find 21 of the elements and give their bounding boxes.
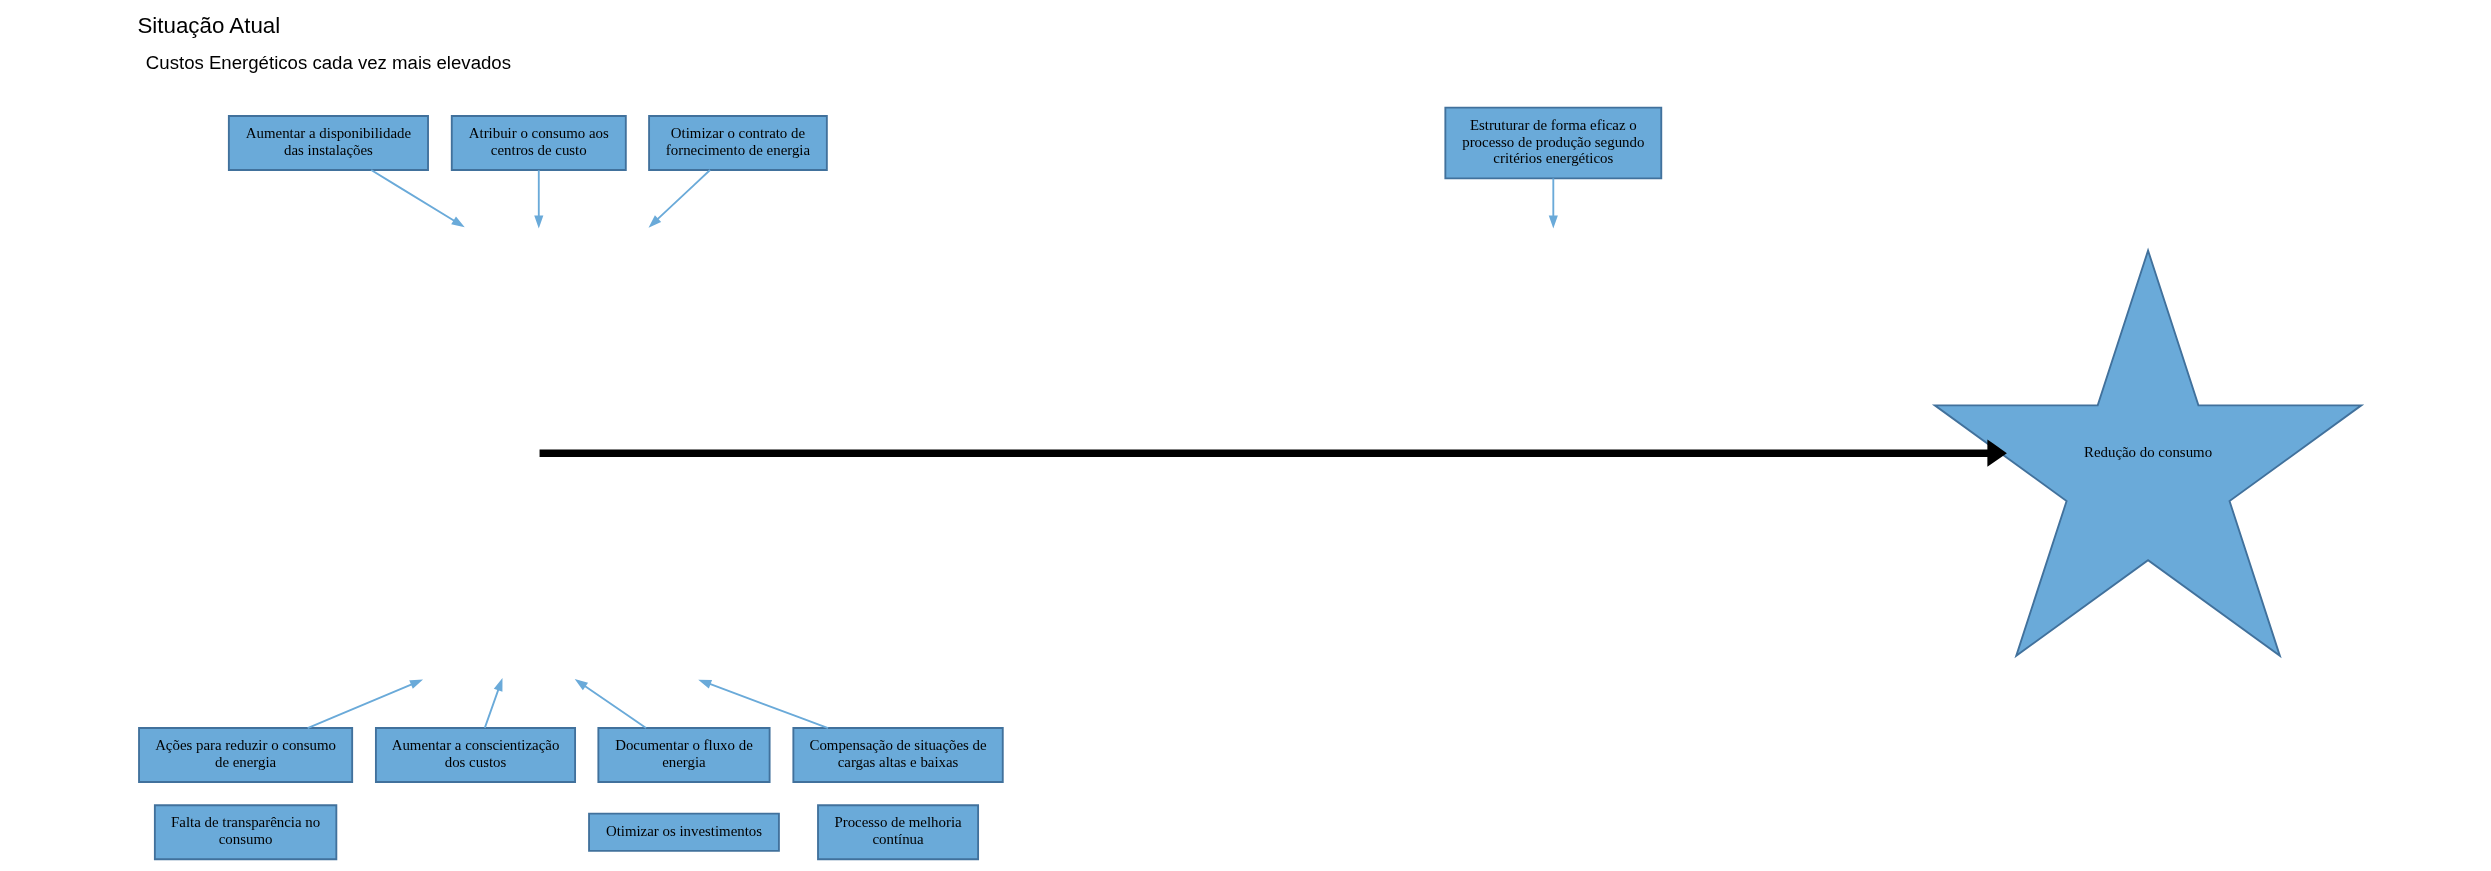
arrow: [306, 679, 424, 729]
arrow: [534, 169, 544, 229]
node-box: Otimizar os investimentos: [588, 812, 780, 852]
label: Custos Energéticos cada vez mais elevados: [145, 51, 512, 73]
diagram-title: Situação Atual: [137, 13, 281, 39]
node-box: Atribuir o consumo aos centros de custo: [450, 115, 627, 171]
node-box: Otimizar o contrato de fornecimento de energia: [648, 115, 828, 171]
arrow: [1548, 177, 1558, 229]
node-box: Falta de transparência no consumo: [153, 804, 338, 861]
node-box: Processo de melhoria contínua: [817, 804, 980, 861]
arrow: [574, 679, 647, 729]
node-box: Aumentar a disponibilidade das instalações: [227, 115, 429, 171]
arrow: [698, 679, 829, 729]
node-box: Aumentar a conscientização dos custos: [375, 727, 576, 783]
arrow: [483, 677, 503, 729]
node-box: Compensação de situações de cargas altas e baixas: [792, 727, 1004, 783]
node-box: Ações para reduzir o consumo de energia: [138, 727, 354, 783]
arrow: [370, 169, 465, 228]
arrow: [648, 169, 711, 228]
node-box: Estruturar de forma eficaz o processo de produção segundo critérios energéticos: [1444, 106, 1663, 180]
node-box: Documentar o fluxo de energia: [597, 727, 771, 783]
